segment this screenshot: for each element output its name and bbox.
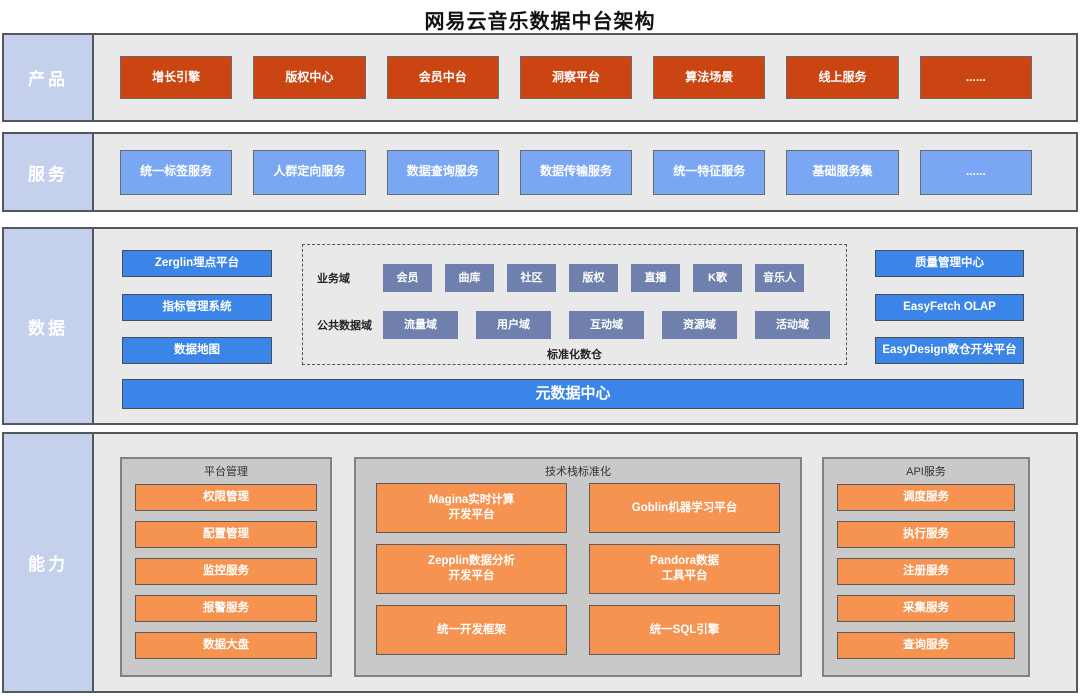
- product-box: 算法场景: [653, 56, 766, 99]
- capability-box: 配置管理: [135, 521, 317, 548]
- capability-box: Zepplin数据分析 开发平台: [376, 544, 567, 594]
- band-data: 数据 Zerglin埋点平台 指标管理系统 数据地图 业务域 会员 曲库 社区 …: [2, 227, 1078, 425]
- capability-box: 采集服务: [837, 595, 1015, 622]
- business-domain-row: 业务域 会员 曲库 社区 版权 直播 K歌 音乐人: [303, 264, 846, 292]
- public-domain-label: 公共数据域: [317, 320, 372, 332]
- panel-tech-stack: 技术栈标准化 Magina实时计算 开发平台 Goblin机器学习平台 Zepp…: [354, 457, 802, 677]
- data-tool-box: Zerglin埋点平台: [122, 250, 272, 277]
- band-service-label: 服务: [4, 134, 94, 210]
- band-product: 产品 增长引擎 版权中心 会员中台 洞察平台 算法场景 线上服务 ......: [2, 33, 1078, 122]
- capability-box: 数据大盘: [135, 632, 317, 659]
- band-service-content: 统一标签服务 人群定向服务 数据查询服务 数据传输服务 统一特征服务 基础服务集…: [94, 134, 1076, 210]
- public-domain-row: 公共数据域 流量域 用户域 互动域 资源域 活动域: [303, 311, 846, 339]
- public-domain-box: 资源域: [662, 311, 737, 339]
- product-box: 增长引擎: [120, 56, 233, 99]
- public-domain-box: 用户域: [476, 311, 551, 339]
- panel-api-service: API服务 调度服务 执行服务 注册服务 采集服务 查询服务: [822, 457, 1030, 677]
- band-product-content: 增长引擎 版权中心 会员中台 洞察平台 算法场景 线上服务 ......: [94, 35, 1076, 120]
- panel-platform-management: 平台管理 权限管理 配置管理 监控服务 报警服务 数据大盘: [120, 457, 332, 677]
- capability-box: 监控服务: [135, 558, 317, 585]
- page-title: 网易云音乐数据中台架构: [424, 11, 656, 33]
- product-box-row: 增长引擎 版权中心 会员中台 洞察平台 算法场景 线上服务 ......: [120, 35, 1032, 120]
- product-box-more: ......: [919, 56, 1032, 99]
- data-platform-box: EasyDesign数仓开发平台: [875, 337, 1024, 364]
- capability-box: 注册服务: [837, 558, 1015, 585]
- business-domain-box: 直播: [631, 264, 680, 292]
- panel-title: 技术栈标准化: [545, 466, 611, 478]
- panel-title: 平台管理: [204, 466, 248, 478]
- data-platform-box: EasyFetch OLAP: [875, 294, 1024, 321]
- panel-body: 调度服务 执行服务 注册服务 采集服务 查询服务: [824, 483, 1028, 677]
- capability-box: 报警服务: [135, 595, 317, 622]
- service-box: 数据传输服务: [519, 149, 633, 195]
- band-capability-label: 能力: [4, 434, 94, 691]
- public-domain-box: 活动域: [755, 311, 830, 339]
- capability-box: 统一开发框架: [376, 605, 567, 655]
- capability-box: Goblin机器学习平台: [589, 483, 780, 533]
- panel-body: 权限管理 配置管理 监控服务 报警服务 数据大盘: [122, 483, 330, 677]
- warehouse-caption: 标准化数仓: [547, 349, 602, 361]
- data-platform-box: 质量管理中心: [875, 250, 1024, 277]
- service-box: 统一标签服务: [120, 149, 233, 195]
- capability-box: 统一SQL引擎: [589, 605, 780, 655]
- capability-box: 执行服务: [837, 521, 1015, 548]
- public-domain-box: 互动域: [569, 311, 644, 339]
- capability-box: 权限管理: [135, 484, 317, 511]
- business-domain-label: 业务域: [317, 273, 350, 285]
- data-tool-box: 数据地图: [122, 337, 272, 364]
- service-box-more: ......: [919, 149, 1032, 195]
- capability-box: Pandora数据 工具平台: [589, 544, 780, 594]
- business-domain-box: 会员: [383, 264, 432, 292]
- metadata-center-bar: 元数据中心: [122, 379, 1024, 409]
- standard-warehouse-group: 业务域 会员 曲库 社区 版权 直播 K歌 音乐人 公共数据域 流量域 用户域 …: [302, 244, 847, 365]
- band-capability: 能力 平台管理 权限管理 配置管理 监控服务 报警服务 数据大盘 技术栈标准化 …: [2, 432, 1078, 693]
- service-box: 统一特征服务: [653, 149, 766, 195]
- product-box: 线上服务: [786, 56, 899, 99]
- band-capability-content: 平台管理 权限管理 配置管理 监控服务 报警服务 数据大盘 技术栈标准化 Mag…: [94, 434, 1076, 691]
- business-domain-box: 社区: [507, 264, 556, 292]
- capability-box: 调度服务: [837, 484, 1015, 511]
- business-domain-box: 版权: [569, 264, 618, 292]
- business-domain-box: 音乐人: [755, 264, 804, 292]
- business-domain-box: K歌: [693, 264, 742, 292]
- service-box: 人群定向服务: [253, 149, 366, 195]
- band-data-content: Zerglin埋点平台 指标管理系统 数据地图 业务域 会员 曲库 社区 版权 …: [94, 229, 1076, 423]
- product-box: 会员中台: [386, 56, 499, 99]
- capability-box: Magina实时计算 开发平台: [376, 483, 567, 533]
- panel-title: API服务: [906, 466, 946, 478]
- service-box-row: 统一标签服务 人群定向服务 数据查询服务 数据传输服务 统一特征服务 基础服务集…: [120, 134, 1032, 210]
- data-tool-box: 指标管理系统: [122, 294, 272, 321]
- business-domain-box: 曲库: [445, 264, 494, 292]
- band-product-label: 产品: [4, 35, 94, 120]
- product-box: 版权中心: [253, 56, 366, 99]
- product-box: 洞察平台: [519, 56, 633, 99]
- service-box: 基础服务集: [786, 149, 899, 195]
- service-box: 数据查询服务: [386, 149, 499, 195]
- band-service: 服务 统一标签服务 人群定向服务 数据查询服务 数据传输服务 统一特征服务 基础…: [2, 132, 1078, 212]
- band-data-label: 数据: [4, 229, 94, 423]
- panel-body: Magina实时计算 开发平台 Goblin机器学习平台 Zepplin数据分析…: [356, 483, 800, 675]
- public-domain-box: 流量域: [383, 311, 458, 339]
- capability-box: 查询服务: [837, 632, 1015, 659]
